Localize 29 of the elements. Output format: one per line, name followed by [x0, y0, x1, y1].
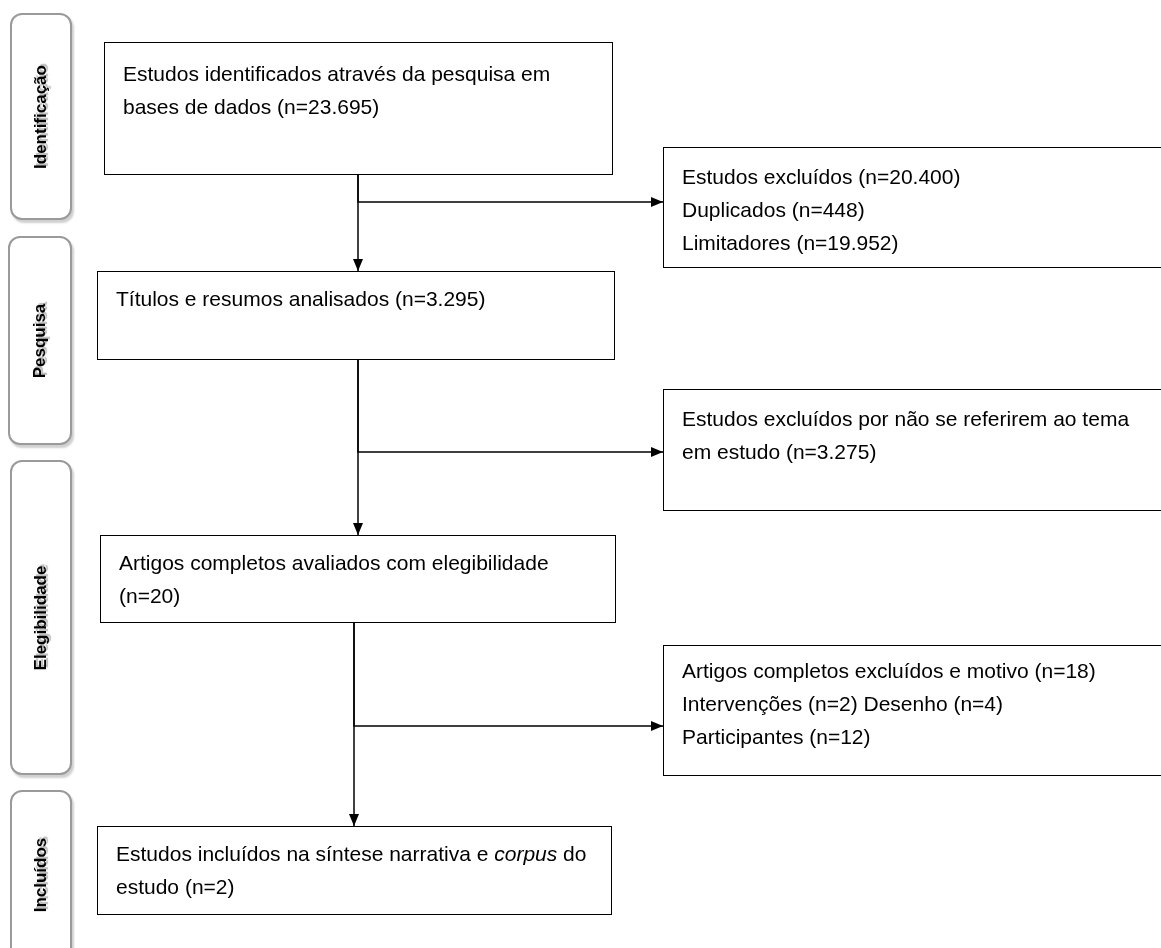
box-text: Títulos e resumos analisados (n=3.295): [116, 286, 487, 312]
box-text: Participantes (n=12): [682, 724, 872, 750]
process-box: [663, 147, 1161, 268]
box-text: Estudos incluídos na síntese narrativa e corpus do estudo (n=2): [116, 841, 588, 900]
process-box: [97, 271, 615, 360]
process-box: [104, 42, 613, 175]
stage-label: Elegibilidade: [31, 565, 51, 670]
process-box: [100, 535, 616, 623]
box-text: Intervenções (n=2) Desenho (n=4): [682, 691, 1005, 717]
arrow: [357, 174, 664, 207]
box-text: Limitadores (n=19.952): [682, 230, 900, 256]
stage-label: Incluídos: [31, 837, 51, 913]
box-text: Estudos excluídos (n=20.400): [682, 164, 962, 190]
stage-tab: [10, 790, 72, 948]
stage-label: Pesquisa: [30, 303, 50, 378]
stage-tab: [10, 13, 72, 220]
box-text: Artigos completos excluídos e motivo (n=18): [682, 658, 1097, 684]
box-text: Duplicados (n=448): [682, 197, 866, 223]
stage-tab: [10, 460, 72, 775]
process-box: [663, 389, 1161, 511]
box-text: Estudos excluídos por não se referirem ao tema em estudo (n=3.275): [682, 406, 1131, 465]
stage-tab: [8, 236, 72, 445]
stage-label: Identificação: [31, 64, 51, 169]
process-box: [97, 826, 612, 915]
arrow: [357, 359, 664, 457]
box-text: Artigos completos avaliados com elegibilidade (n=20): [119, 550, 550, 609]
process-box: [663, 645, 1161, 776]
arrow: [353, 622, 664, 731]
box-text: Estudos identificados através da pesquisa em bases de dados (n=23.695): [123, 61, 552, 120]
